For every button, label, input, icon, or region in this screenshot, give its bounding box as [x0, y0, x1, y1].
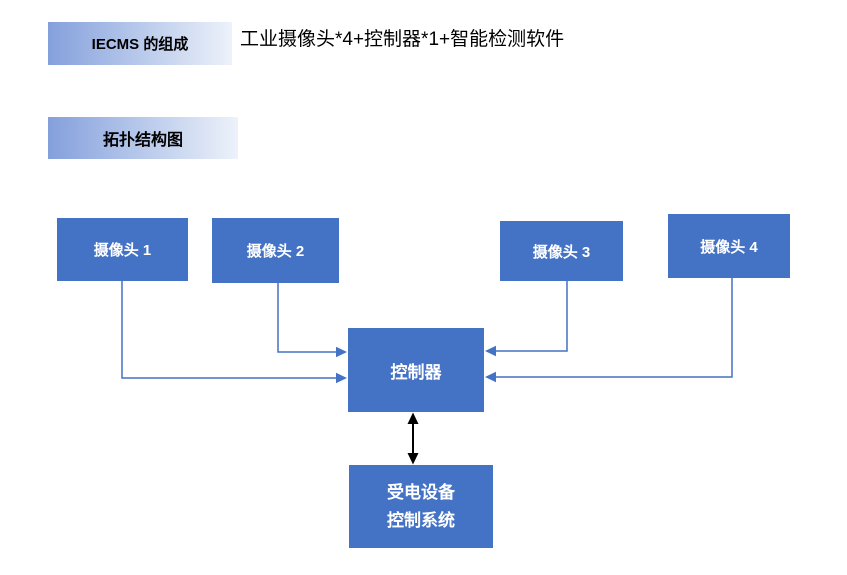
node-camera-2: 摄像头 2	[212, 218, 339, 283]
node-camera-3: 摄像头 3	[500, 221, 623, 281]
double-arrow-up-icon	[407, 412, 419, 424]
node-powered-device-line2: 控制系统	[387, 510, 455, 530]
connector-camera4-to-controller	[496, 278, 733, 378]
node-camera-2-label: 摄像头 2	[246, 243, 305, 260]
node-powered-device-line1: 受电设备	[387, 482, 455, 502]
arrowhead-camera4-icon	[485, 371, 496, 383]
connector-camera2-to-controller	[277, 283, 336, 353]
connector-camera3-to-controller	[496, 281, 568, 352]
connector-camera1-to-controller	[121, 281, 336, 379]
iecms-composition-label-text: IECMS 的组成	[91, 36, 189, 53]
node-controller-label: 控制器	[390, 362, 442, 382]
iecms-composition-label: IECMS 的组成	[48, 22, 232, 65]
arrowhead-camera3-icon	[485, 345, 496, 357]
node-controller: 控制器	[348, 328, 484, 412]
node-camera-1: 摄像头 1	[57, 218, 188, 281]
composition-description-text: 工业摄像头*4+控制器*1+智能检测软件	[240, 29, 565, 50]
double-arrow-down-icon	[407, 453, 419, 465]
node-camera-1-label: 摄像头 1	[93, 242, 152, 259]
arrowhead-camera2-icon	[336, 346, 347, 358]
topology-structure-label: 拓扑结构图	[48, 117, 238, 159]
topology-structure-label-text: 拓扑结构图	[102, 132, 183, 149]
node-powered-device-control-system: 受电设备 控制系统	[349, 465, 493, 548]
arrowhead-camera1-icon	[336, 372, 347, 384]
node-camera-4: 摄像头 4	[668, 214, 790, 278]
node-camera-4-label: 摄像头 4	[700, 238, 758, 256]
node-camera-3-label: 摄像头 3	[532, 243, 591, 261]
